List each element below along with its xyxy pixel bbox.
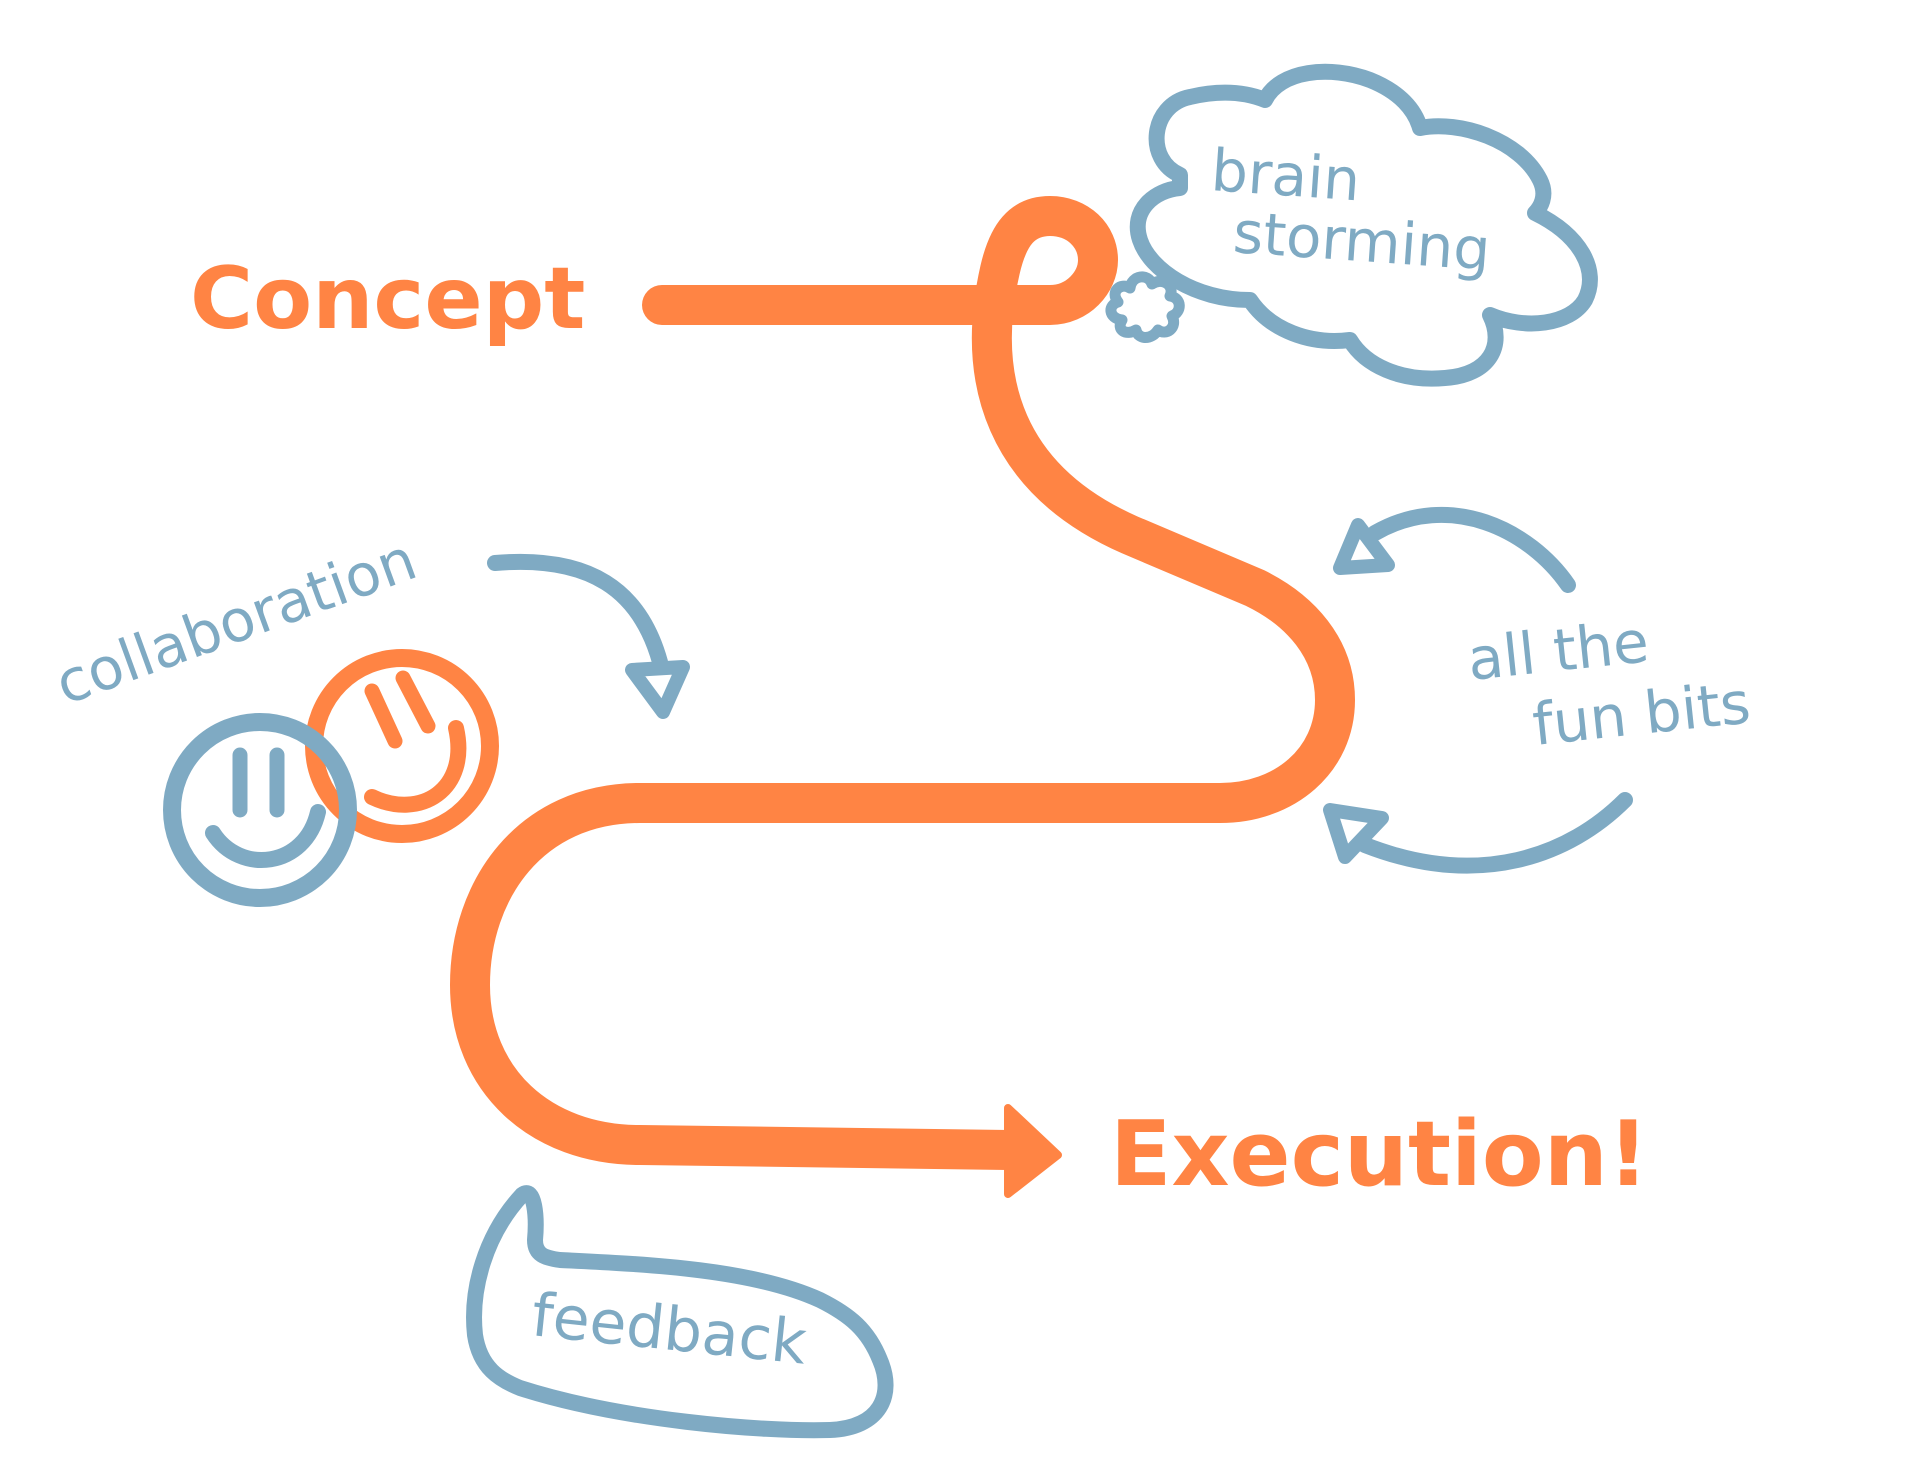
brainstorming-label-line1: brain [1209,136,1362,214]
fun-bits-upper-arrowhead-icon [1333,518,1395,575]
end-label: Execution! [1110,1102,1649,1207]
fun-bits-upper-arrow-icon [1367,506,1576,593]
start-label: Concept [190,249,585,349]
collaboration-arrow-icon [487,554,668,670]
collaboration-arrowhead-icon [625,660,690,719]
main-process-path [450,196,1355,1170]
smiley-faces-icon [163,649,499,907]
fun-bits-lower-arrowhead-icon [1323,803,1389,864]
thought-cloud-icon [1129,63,1598,387]
fun-bits-lower-arrow-icon [1357,792,1633,874]
brainstorming-label-line2: storming [1231,198,1493,284]
feedback-label: feedback [528,1280,810,1378]
execution-arrowhead-icon [1004,1104,1062,1198]
small-thought-cloud-icon [1105,271,1185,343]
speech-bubble-icon [466,1185,894,1439]
